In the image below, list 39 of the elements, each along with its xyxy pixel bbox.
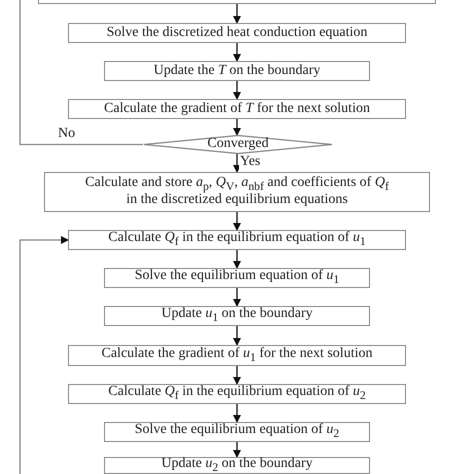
connector-line xyxy=(19,0,143,146)
arrow xyxy=(233,250,241,269)
decision-diamond xyxy=(143,135,333,154)
step-text: Calculate and store a$_{p}$, Q$_{V}$, a$_{nbf}$ and coefficients of Q$_{f}$ in the discretized equilibrium equations xyxy=(84,176,390,208)
arrow xyxy=(233,154,241,173)
step-text: Update u$_{2}$ on the boundary xyxy=(161,456,313,474)
arrow xyxy=(233,288,241,307)
step-text: Calculate the gradient of T for the next solution xyxy=(104,102,370,116)
process-box xyxy=(104,306,370,326)
arrow xyxy=(233,43,241,62)
arrow xyxy=(233,119,241,136)
edge-label: Yes xyxy=(239,155,262,169)
arrow xyxy=(233,366,241,385)
step-text: Update the T on the boundary xyxy=(154,64,320,78)
arrow xyxy=(233,81,241,100)
process-box xyxy=(104,422,370,442)
process-box xyxy=(68,384,406,404)
step-text: Update u$_{1}$ on the boundary xyxy=(161,307,313,325)
decision-text: Converged xyxy=(207,137,269,152)
process-box xyxy=(68,99,406,119)
process-box xyxy=(68,230,406,250)
arrow xyxy=(19,236,69,474)
process-box xyxy=(68,23,406,43)
process-box xyxy=(44,172,430,212)
process-box xyxy=(104,61,370,81)
arrow xyxy=(233,212,241,231)
process-box xyxy=(104,268,370,288)
arrow xyxy=(233,442,241,458)
process-box xyxy=(68,345,406,366)
step-text: Calculate Q$_{f}$ in the equilibrium equation of u$_{1}$ xyxy=(108,231,366,249)
step-text: Solve the equilibrium equation of u$_{2}$ xyxy=(134,423,340,441)
arrow xyxy=(233,4,241,24)
step-text: Solve the equilibrium equation of u$_{1}$ xyxy=(134,269,340,287)
process-box xyxy=(104,457,370,474)
step-text: Solve the discretized heat conduction equation xyxy=(106,26,368,40)
arrow xyxy=(233,326,241,346)
step-text: Calculate Q$_{f}$ in the equilibrium equation of u$_{2}$ xyxy=(108,385,366,403)
step-text: Calculate the gradient of u$_{1}$ for the next solution xyxy=(102,346,372,364)
arrow xyxy=(233,404,241,423)
